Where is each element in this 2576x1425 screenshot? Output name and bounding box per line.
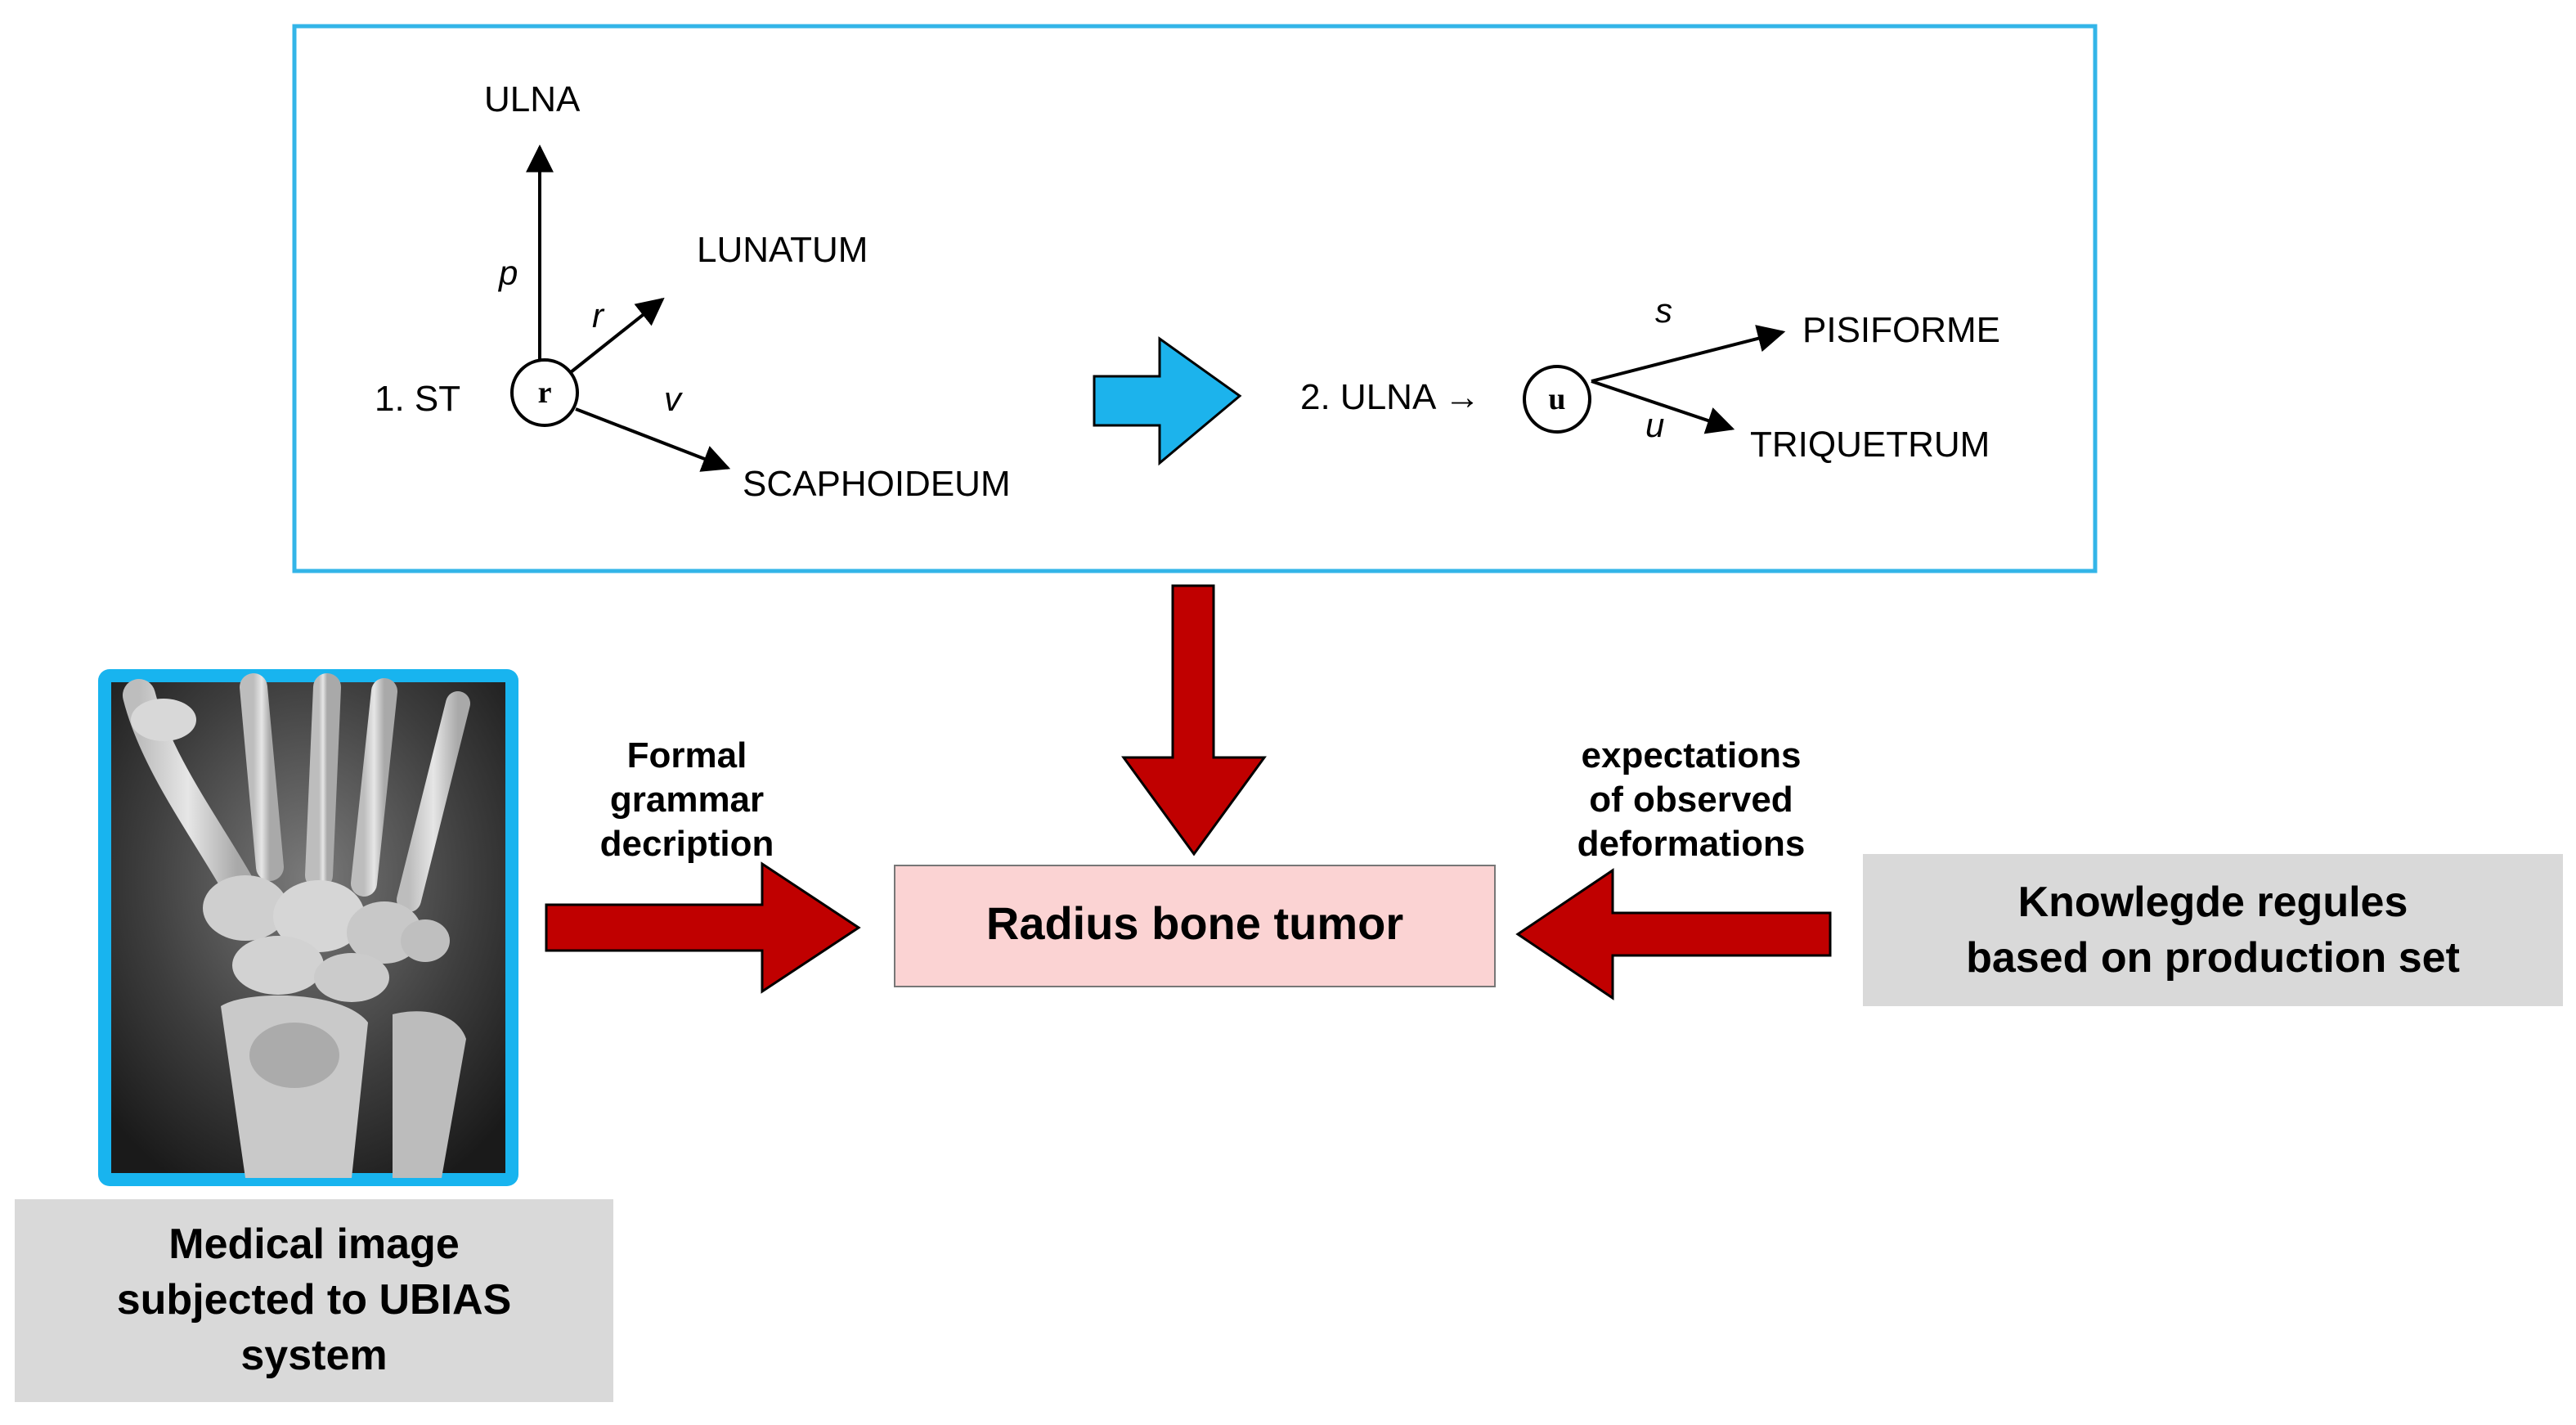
- edge-r-label: r: [592, 296, 605, 335]
- medical-image-caption-line-3: system: [240, 1332, 387, 1379]
- left-arrow-label-3: decription: [600, 824, 774, 864]
- right-arrow-label-2: of observed: [1589, 780, 1793, 820]
- red-right-to-result-arrow: [1515, 868, 1832, 1000]
- rule1-node-circle: [510, 358, 579, 427]
- edge-s-arrow: [1591, 325, 1786, 383]
- xray-image: [98, 669, 518, 1186]
- knowledge-box: [1863, 854, 2563, 1006]
- medical-image-caption-line-2: subjected to UBIAS: [117, 1276, 512, 1324]
- medical-image-caption-line-1: Medical image: [168, 1220, 459, 1268]
- edge-r-arrow: [569, 297, 665, 374]
- red-down-arrow: [1121, 584, 1267, 856]
- left-arrow-label-2: grammar: [610, 780, 764, 820]
- rule2-node-circle: [1523, 365, 1591, 434]
- right-arrow-label-1: expectations: [1582, 735, 1802, 775]
- knowledge-box-line-2: based on production set: [1966, 934, 2460, 982]
- rule1-node-label: r: [538, 375, 552, 410]
- result-box: [894, 865, 1496, 987]
- grammar-box: [292, 24, 2098, 573]
- blue-transform-arrow: [1093, 336, 1242, 466]
- edge-s-label: s: [1655, 291, 1672, 330]
- edge-u-arrow: [1591, 380, 1735, 434]
- rule2-node-label: u: [1548, 382, 1565, 416]
- target-scaphoideum: SCAPHOIDEUM: [743, 464, 1011, 504]
- edge-u-label: u: [1645, 406, 1664, 444]
- rule1-label: 1. ST: [375, 379, 460, 419]
- red-left-to-result-arrow: [545, 861, 861, 994]
- edge-v-label: v: [664, 380, 684, 418]
- knowledge-box-line-1: Knowlegde regules: [2018, 879, 2408, 926]
- edge-v-arrow: [575, 407, 731, 472]
- target-ulna: ULNA: [484, 79, 581, 119]
- target-pisiforme: PISIFORME: [1802, 310, 2000, 350]
- medical-image-caption-box: [15, 1199, 613, 1402]
- left-arrow-label-1: Formal: [627, 735, 747, 775]
- target-lunatum: LUNATUM: [697, 230, 868, 270]
- result-box-label: Radius bone tumor: [986, 897, 1403, 949]
- target-triquetrum: TRIQUETRUM: [1750, 425, 1990, 465]
- edge-p-label: p: [497, 254, 518, 292]
- rule2-label: 2. ULNA →: [1300, 377, 1480, 417]
- right-arrow-label-3: deformations: [1577, 824, 1806, 864]
